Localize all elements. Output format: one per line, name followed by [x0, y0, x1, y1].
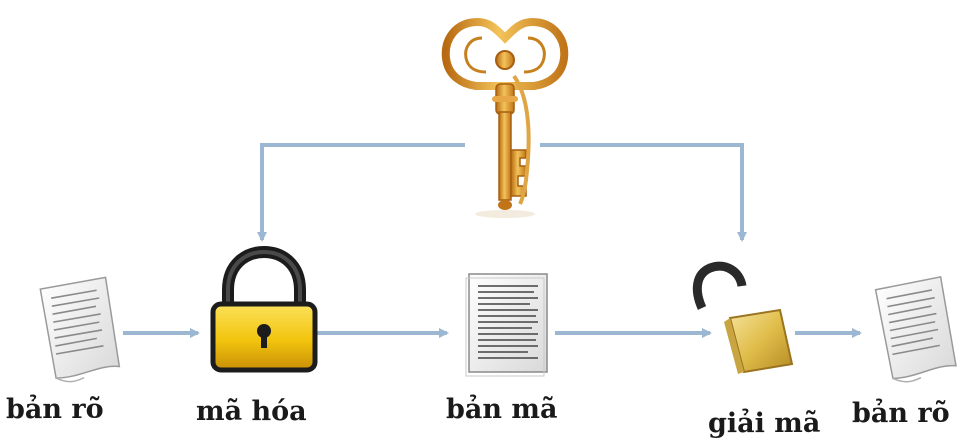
open-padlock-icon: [692, 261, 794, 374]
golden-key-icon: [441, 17, 569, 218]
document-icon: [874, 276, 957, 383]
closed-padlock-icon: [210, 245, 318, 373]
document-icon: [465, 273, 548, 377]
plaintext-out-label: bản rõ: [852, 398, 950, 429]
encrypt-label: mã hóa: [196, 396, 307, 427]
decrypt-label: giải mã: [708, 408, 821, 439]
plaintext-in-label: bản rõ: [6, 394, 104, 425]
key-to-encrypt-arrow: [257, 143, 465, 242]
ciphertext-label: bản mã: [446, 394, 558, 425]
key-to-decrypt-arrow: [540, 143, 747, 242]
document-icon: [39, 276, 121, 383]
